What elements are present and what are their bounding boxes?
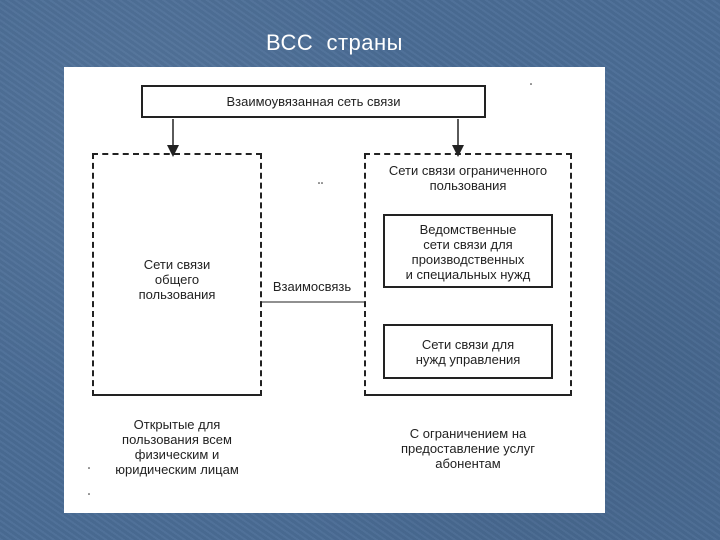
restricted-network-label: Сети связи ограниченного пользования	[388, 163, 548, 193]
restricted-network-note: С ограничением на предоставление услуг а…	[401, 426, 535, 471]
interconnected-network-label: Взаимоувязанная сеть связи	[226, 94, 401, 109]
diagram-canvas: Взаимоувязанная сеть связи Сети связи об…	[64, 67, 605, 513]
connector-lines	[88, 83, 532, 495]
public-network-note: Открытые для пользования всем физическим…	[115, 417, 239, 477]
interconnected-network-box: Взаимоувязанная сеть связи	[141, 85, 486, 118]
management-networks-label: Сети связи для нужд управления	[415, 337, 521, 367]
public-network-box	[92, 153, 262, 396]
public-network-label: Сети связи общего пользования	[138, 257, 216, 302]
management-networks-box	[383, 324, 553, 379]
interconnection-label: Взаимосвязь	[272, 279, 352, 294]
restricted-network-box	[364, 153, 572, 396]
departmental-networks-box	[383, 214, 553, 288]
slide-title: ВСС страны	[266, 30, 403, 55]
departmental-networks-label: Ведомственные сети связи для производств…	[405, 222, 531, 282]
